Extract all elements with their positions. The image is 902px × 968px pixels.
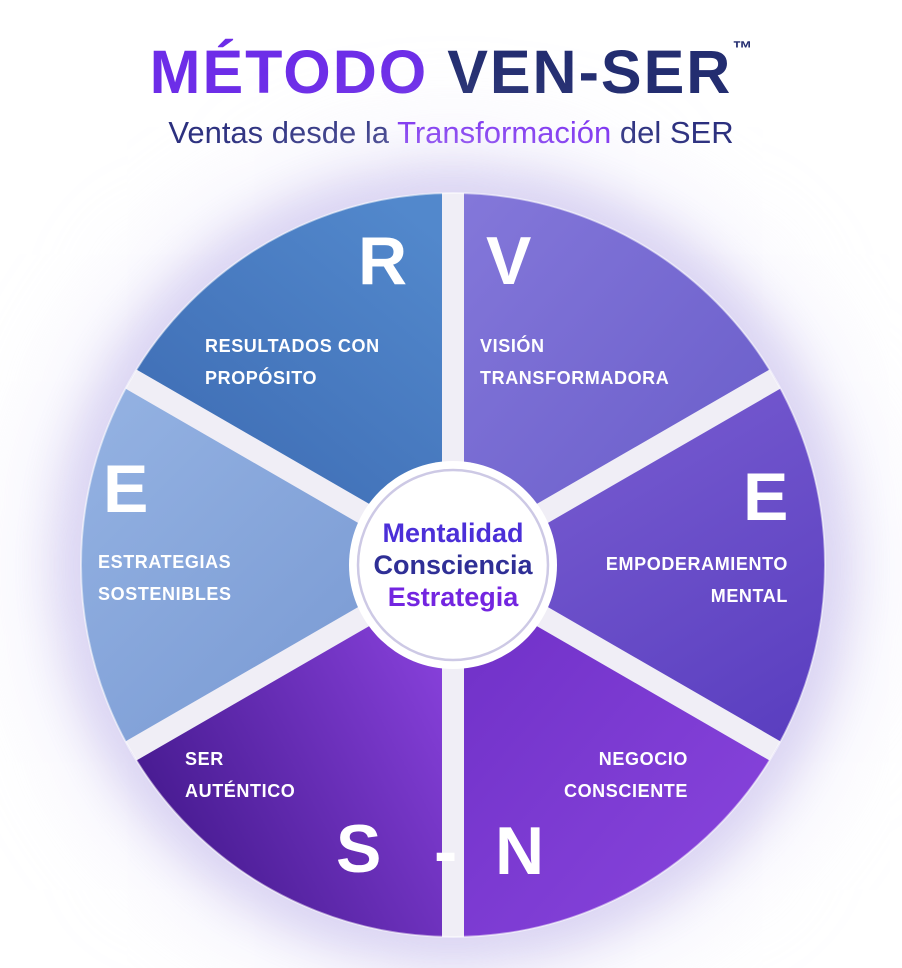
slice-label-line: EMPODERAMIENTO xyxy=(605,554,788,574)
slice-label-line: RESULTADOS CON xyxy=(205,336,380,356)
slice-label-line: VISIÓN xyxy=(480,336,545,356)
slice-empoderamiento-mental xyxy=(453,379,825,751)
slice-negocio-consciente xyxy=(453,565,776,937)
slice-label-line: TRANSFORMADORA xyxy=(480,368,670,388)
slice-letter-S: S xyxy=(336,811,382,887)
slice-label-line: PROPÓSITO xyxy=(205,368,318,388)
page-title: MÉTODO VEN-SER™ xyxy=(0,14,902,107)
wheel-rim xyxy=(80,192,826,938)
slice-label-line: NEGOCIO xyxy=(598,749,688,769)
header: MÉTODO VEN-SER™ Ventas desde la Transfor… xyxy=(0,14,902,153)
trademark-symbol: ™ xyxy=(732,38,753,60)
slice-label-line: SER xyxy=(185,749,224,769)
center-line-mentalidad: Mentalidad xyxy=(382,518,524,548)
slice-label-line: CONSCIENTE xyxy=(563,781,688,801)
slice-label-empoderamiento: EMPODERAMIENTO MENTAL xyxy=(606,548,788,612)
slice-label-line: ESTRATEGIAS xyxy=(98,552,232,572)
venser-wheel-diagram xyxy=(80,192,826,938)
center-core-text: Mentalidad Consciencia Estrategia xyxy=(348,517,558,613)
center-circle xyxy=(356,468,550,662)
slice-letter-N: N xyxy=(495,813,545,889)
page-subtitle: Ventas desde la Transformación del SER xyxy=(0,113,902,153)
center-line-estrategia: Estrategia xyxy=(387,582,519,612)
slice-letter-E-left: E xyxy=(103,451,149,527)
subtitle-part1: Ventas desde la xyxy=(168,115,389,150)
slice-label-line: AUTÉNTICO xyxy=(185,781,296,801)
slice-label-line: MENTAL xyxy=(710,586,788,606)
slice-letter-R: R xyxy=(358,223,408,299)
slice-ser-autentico xyxy=(130,565,453,937)
slice-label-vision: VISIÓN TRANSFORMADORA xyxy=(480,330,669,394)
subtitle-part3: del SER xyxy=(619,115,734,150)
slice-letter-E-right: E xyxy=(743,459,789,535)
slice-label-negocio: NEGOCIO CONSCIENTE xyxy=(564,743,688,807)
slice-resultados-con-proposito xyxy=(130,193,453,565)
slice-letter-V: V xyxy=(486,223,532,299)
slice-label-resultados: RESULTADOS CON PROPÓSITO xyxy=(205,330,380,394)
slice-estrategias-sostenibles xyxy=(81,379,454,751)
dash-separator: - xyxy=(434,812,458,890)
title-venser: VEN-SER xyxy=(447,38,733,106)
subtitle-accent: Transformación xyxy=(397,115,612,150)
slice-label-ser-autentico: SER AUTÉNTICO xyxy=(185,743,295,807)
slice-vision-transformadora xyxy=(453,193,776,565)
center-line-consciencia: Consciencia xyxy=(373,550,533,580)
slice-label-estrategias: ESTRATEGIAS SOSTENIBLES xyxy=(98,546,232,610)
slice-label-line: SOSTENIBLES xyxy=(98,584,232,604)
title-metodo: MÉTODO xyxy=(149,38,429,106)
